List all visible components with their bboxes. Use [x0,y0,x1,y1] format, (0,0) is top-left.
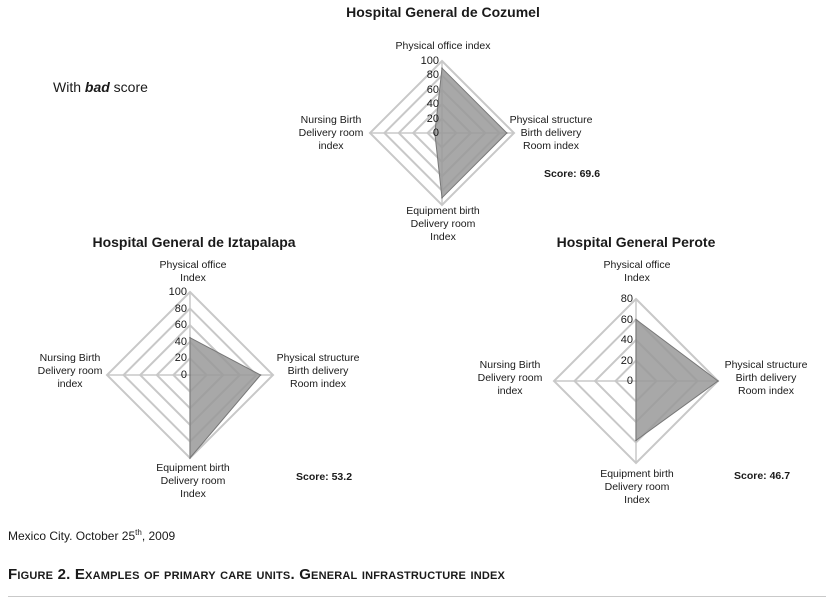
bad-score-note: With bad score [53,79,148,95]
tick-label-0: 0 [180,369,187,381]
data-point-left [189,374,191,376]
data-point-top [635,318,637,321]
footer-date: Mexico City. October 25th, 2009 [8,528,175,543]
data-point-left [434,132,436,134]
axis-label-bottom: Equipment birth Delivery room Index [600,468,674,506]
data-point-top [189,336,191,339]
tick-label-80: 80 [620,293,633,305]
figure-caption: Figure 2. Examples of primary care units… [8,566,506,583]
data-point-top [441,67,443,69]
score-label: Score: 53.2 [296,471,353,483]
axis-label-bottom: Equipment birth Delivery room Index [406,205,480,243]
chart-title: Hospital General de Iztapalapa [92,234,296,250]
axis-label-left: Nursing Birth Delivery room index [477,359,543,397]
note-suffix: score [113,79,148,95]
tick-label-20: 20 [426,112,439,125]
axis-label-top: Physical office index [395,40,491,52]
footer-sup: th [135,528,142,537]
data-point-bottom [441,197,443,199]
tick-label-80: 80 [426,69,439,82]
tick-label-40: 40 [426,98,439,111]
note-emphasis: bad [84,79,110,95]
score-label: Score: 69.6 [544,168,601,180]
score-label: Score: 46.7 [734,470,791,482]
footer-year: , 2009 [141,529,176,543]
tick-label-40: 40 [620,334,633,346]
axis-label-right: Physical structure Birth delivery Room i… [276,352,360,390]
tick-label-20: 20 [620,354,633,367]
tick-label-80: 80 [174,302,187,315]
chart-title: Hospital General Perote [556,234,716,250]
axis-label-right: Physical structure Birth delivery Room i… [509,114,593,152]
data-point-right [506,132,508,134]
caption-rule [8,596,826,597]
data-point-right [259,374,262,376]
axis-label-left: Nursing Birth Delivery room index [298,114,364,152]
tick-label-40: 40 [174,335,187,348]
note-prefix: With [53,79,81,95]
data-point-bottom [189,457,191,459]
footer-text: Mexico City. October 25 [8,529,136,543]
tick-label-0: 0 [626,375,633,387]
data-point-bottom [635,439,637,442]
axis-label-right: Physical structure Birth delivery Room i… [724,359,808,397]
chart-title: Hospital General de Cozumel [346,4,540,20]
data-point-right [717,380,719,382]
tick-label-100: 100 [420,55,439,67]
tick-label-0: 0 [432,127,439,139]
tick-label-60: 60 [620,313,633,326]
tick-label-60: 60 [174,319,187,332]
axis-label-top: Physical office Index [603,259,671,284]
axis-label-top: Physical office Index [159,259,227,284]
tick-label-60: 60 [426,83,439,96]
data-point-left [635,380,637,382]
tick-label-100: 100 [168,286,187,298]
tick-label-20: 20 [174,352,187,365]
axis-label-bottom: Equipment birth Delivery room Index [156,462,230,500]
axis-label-left: Nursing Birth Delivery room index [37,352,103,390]
